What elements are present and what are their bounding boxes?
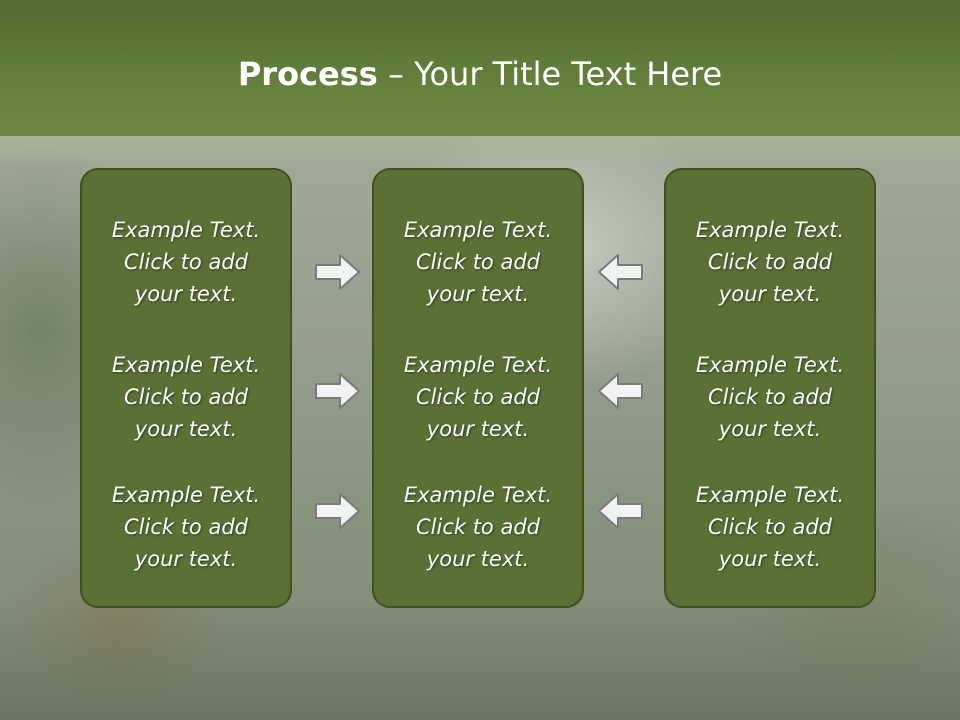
title-bar: Process – Your Title Text Here <box>0 0 960 136</box>
text-line: Click to add <box>415 250 540 274</box>
text-line: Click to add <box>123 385 248 409</box>
text-line: your text. <box>134 282 238 306</box>
header-fade <box>0 136 960 166</box>
text-line: Example Text. <box>695 353 845 377</box>
text-line: your text. <box>426 282 530 306</box>
text-line: your text. <box>718 417 822 441</box>
text-line: your text. <box>134 547 238 571</box>
text-line: Example Text. <box>111 483 261 507</box>
text-block[interactable]: Example Text. Click to add your text. <box>666 349 874 445</box>
text-line: Click to add <box>123 250 248 274</box>
text-line: your text. <box>134 417 238 441</box>
slide-title[interactable]: Process – Your Title Text Here <box>0 52 960 96</box>
text-line: Example Text. <box>403 218 553 242</box>
text-line: Example Text. <box>695 218 845 242</box>
arrow-left-icon <box>598 373 643 409</box>
text-block[interactable]: Example Text. Click to add your text. <box>666 214 874 310</box>
text-line: your text. <box>426 547 530 571</box>
text-line: your text. <box>426 417 530 441</box>
text-line: Click to add <box>415 515 540 539</box>
text-block[interactable]: Example Text. Click to add your text. <box>82 479 290 575</box>
text-line: Click to add <box>123 515 248 539</box>
text-block[interactable]: Example Text. Click to add your text. <box>82 349 290 445</box>
title-rest: – Your Title Text Here <box>377 55 723 93</box>
text-block[interactable]: Example Text. Click to add your text. <box>374 214 582 310</box>
text-line: Click to add <box>707 250 832 274</box>
text-line: Example Text. <box>695 483 845 507</box>
text-block[interactable]: Example Text. Click to add your text. <box>374 479 582 575</box>
background-ground <box>0 600 960 720</box>
text-line: Example Text. <box>111 218 261 242</box>
title-bold: Process <box>237 55 378 93</box>
text-line: Example Text. <box>111 353 261 377</box>
process-box-left[interactable]: Example Text. Click to add your text. Ex… <box>80 168 292 608</box>
arrow-right-icon <box>315 254 360 290</box>
text-line: Click to add <box>415 385 540 409</box>
text-block[interactable]: Example Text. Click to add your text. <box>666 479 874 575</box>
text-line: your text. <box>718 282 822 306</box>
text-line: Click to add <box>707 515 832 539</box>
text-line: Example Text. <box>403 483 553 507</box>
process-box-right[interactable]: Example Text. Click to add your text. Ex… <box>664 168 876 608</box>
arrow-left-icon <box>598 493 643 529</box>
text-line: Example Text. <box>403 353 553 377</box>
arrow-right-icon <box>315 493 360 529</box>
process-box-center[interactable]: Example Text. Click to add your text. Ex… <box>372 168 584 608</box>
text-line: Click to add <box>707 385 832 409</box>
text-block[interactable]: Example Text. Click to add your text. <box>82 214 290 310</box>
arrow-left-icon <box>598 254 643 290</box>
arrow-right-icon <box>315 373 360 409</box>
text-line: your text. <box>718 547 822 571</box>
text-block[interactable]: Example Text. Click to add your text. <box>374 349 582 445</box>
